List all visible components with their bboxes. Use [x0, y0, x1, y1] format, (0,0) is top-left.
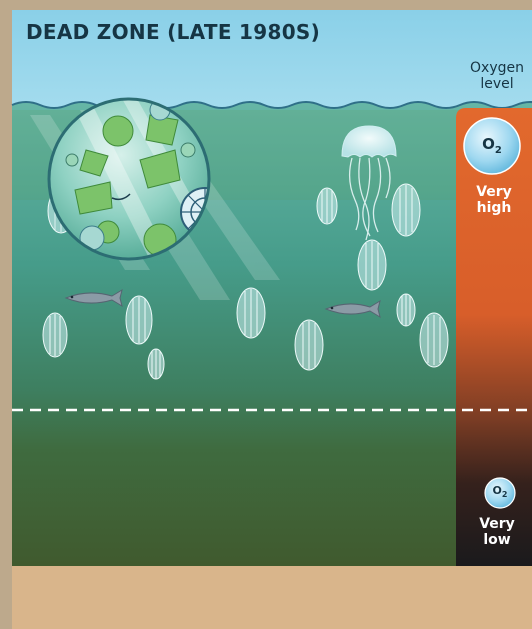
oxygen-symbol: O — [482, 135, 495, 153]
oxygen-high-line2: high — [456, 200, 532, 216]
oxygen-label-line1: Oxygen — [462, 60, 532, 76]
oxygen-level-low: Very low — [462, 516, 532, 548]
comb-jelly-icon — [420, 313, 448, 367]
oxygen-level-high: Very high — [456, 184, 532, 216]
comb-jelly-icon — [295, 320, 323, 370]
oxygen-level-label: Oxygen level — [462, 60, 532, 92]
comb-jelly-icon — [43, 313, 67, 357]
comb-jelly-icon — [126, 296, 152, 344]
oxygen-low-line1: Very — [462, 516, 532, 532]
comb-jelly-icon — [148, 349, 164, 379]
comb-jelly-icon — [317, 188, 337, 224]
diagram-title: DEAD ZONE (LATE 1980S) — [26, 20, 320, 44]
oxygen-symbol-high: O2 — [464, 135, 520, 156]
oxygen-low-line2: low — [462, 532, 532, 548]
oxygen-high-line1: Very — [456, 184, 532, 200]
oxygen-label-line2: level — [462, 76, 532, 92]
oxygen-symbol-low: O2 — [485, 484, 515, 499]
oxygen-symbol: O — [493, 484, 502, 497]
oxygen-subscript: 2 — [502, 490, 508, 499]
seafloor — [12, 566, 532, 629]
comb-jelly-icon — [392, 184, 420, 236]
comb-jelly-icon — [397, 294, 415, 326]
oxygen-subscript: 2 — [495, 145, 502, 156]
comb-jelly-icon — [358, 240, 386, 290]
comb-jelly-icon — [237, 288, 265, 338]
